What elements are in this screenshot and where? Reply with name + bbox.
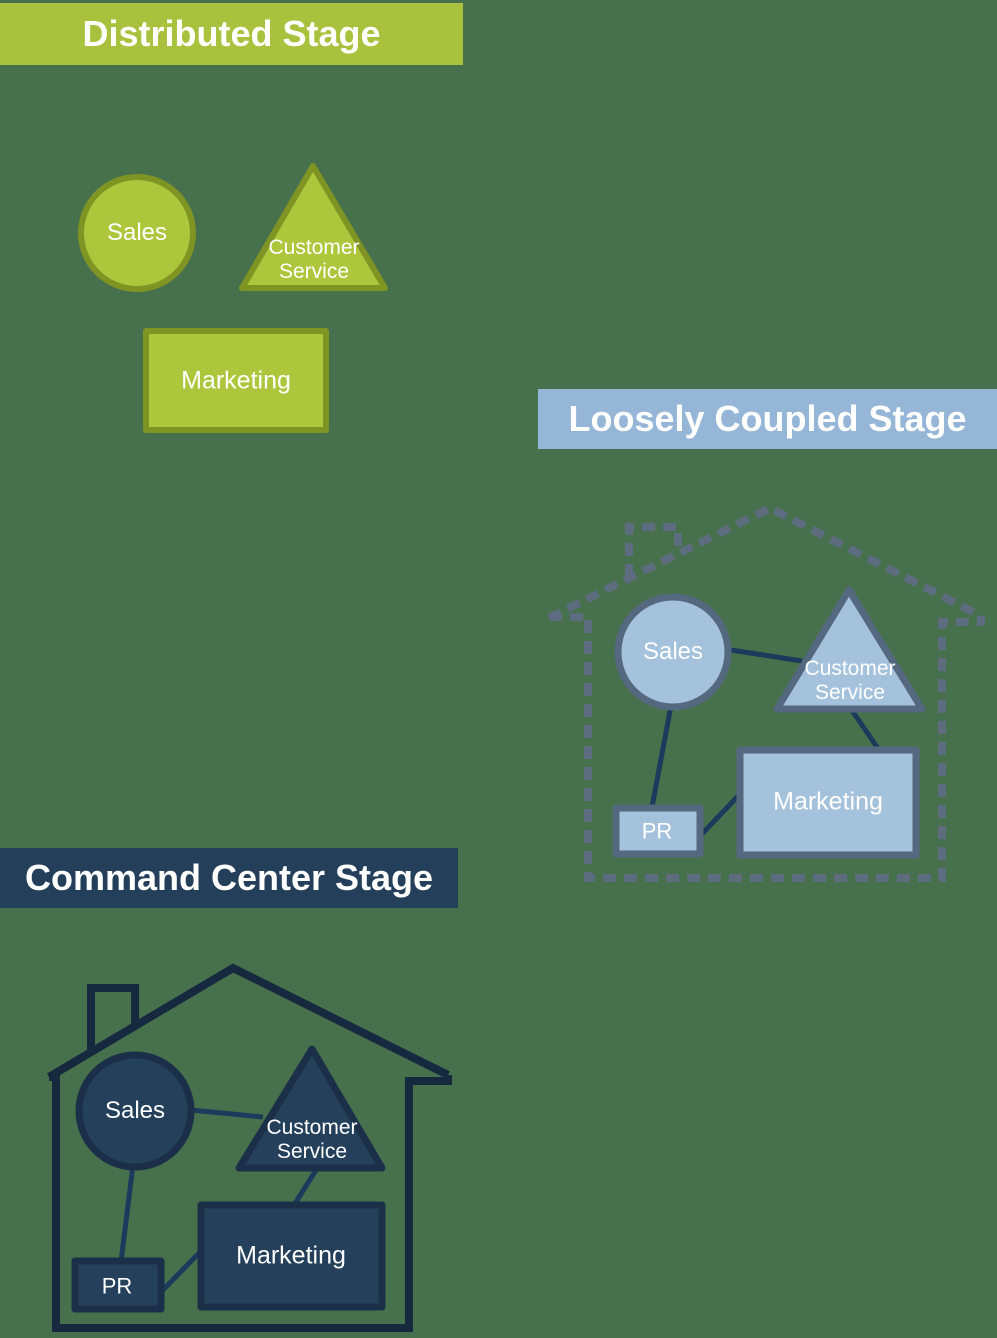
command-center-house-outline — [46, 963, 452, 1332]
command-center-walls — [49, 1073, 452, 1332]
loosely-coupled-shapes — [612, 586, 926, 859]
command-center-roof — [46, 963, 450, 1081]
command-center-connectors — [118, 1107, 321, 1294]
command-sales-circle — [75, 1051, 195, 1171]
loosely-coupled-stage-banner: Loosely Coupled Stage — [538, 389, 997, 449]
command-center-chimney — [87, 984, 139, 1052]
command-connector-pr-marketing — [159, 1248, 204, 1294]
command-marketing-rectangle — [197, 1201, 386, 1311]
command-connector-customer-service-marketing — [291, 1165, 321, 1207]
loosely-sales-circle — [614, 593, 732, 711]
loosely-connector-customer-service-marketing — [848, 707, 882, 752]
distributed-stage-banner: Distributed Stage — [0, 3, 463, 65]
loosely-connector-sales-pr — [649, 705, 674, 808]
loosely-customer-service-triangle — [773, 586, 926, 713]
loosely-coupled-chimney — [625, 523, 682, 577]
loosely-pr-rectangle — [612, 804, 704, 858]
loosely-connector-pr-marketing — [697, 792, 742, 839]
distributed-sales-circle — [78, 174, 196, 292]
command-center-stage-title: Command Center Stage — [24, 857, 434, 898]
distributed-customer-service-triangle — [239, 163, 388, 291]
distributed-stage-group — [78, 163, 388, 433]
command-center-shapes — [71, 1045, 386, 1313]
command-connector-sales-customer-service — [190, 1107, 264, 1120]
distributed-stage-title: Distributed Stage — [82, 13, 381, 54]
loosely-coupled-house-outline — [547, 503, 985, 882]
distributed-marketing-rectangle — [143, 328, 329, 433]
command-customer-service-triangle — [235, 1045, 386, 1172]
loosely-coupled-stage-title: Loosely Coupled Stage — [568, 398, 967, 439]
command-connector-sales-pr — [118, 1164, 136, 1263]
loosely-marketing-rectangle — [736, 746, 920, 859]
loosely-connector-sales-customer-service — [730, 647, 803, 664]
loosely-coupled-connectors — [649, 647, 882, 839]
command-pr-rectangle — [71, 1257, 165, 1313]
loosely-coupled-roof — [547, 503, 983, 622]
loosely-coupled-walls — [549, 613, 985, 882]
command-center-stage-banner: Command Center Stage — [0, 848, 458, 908]
